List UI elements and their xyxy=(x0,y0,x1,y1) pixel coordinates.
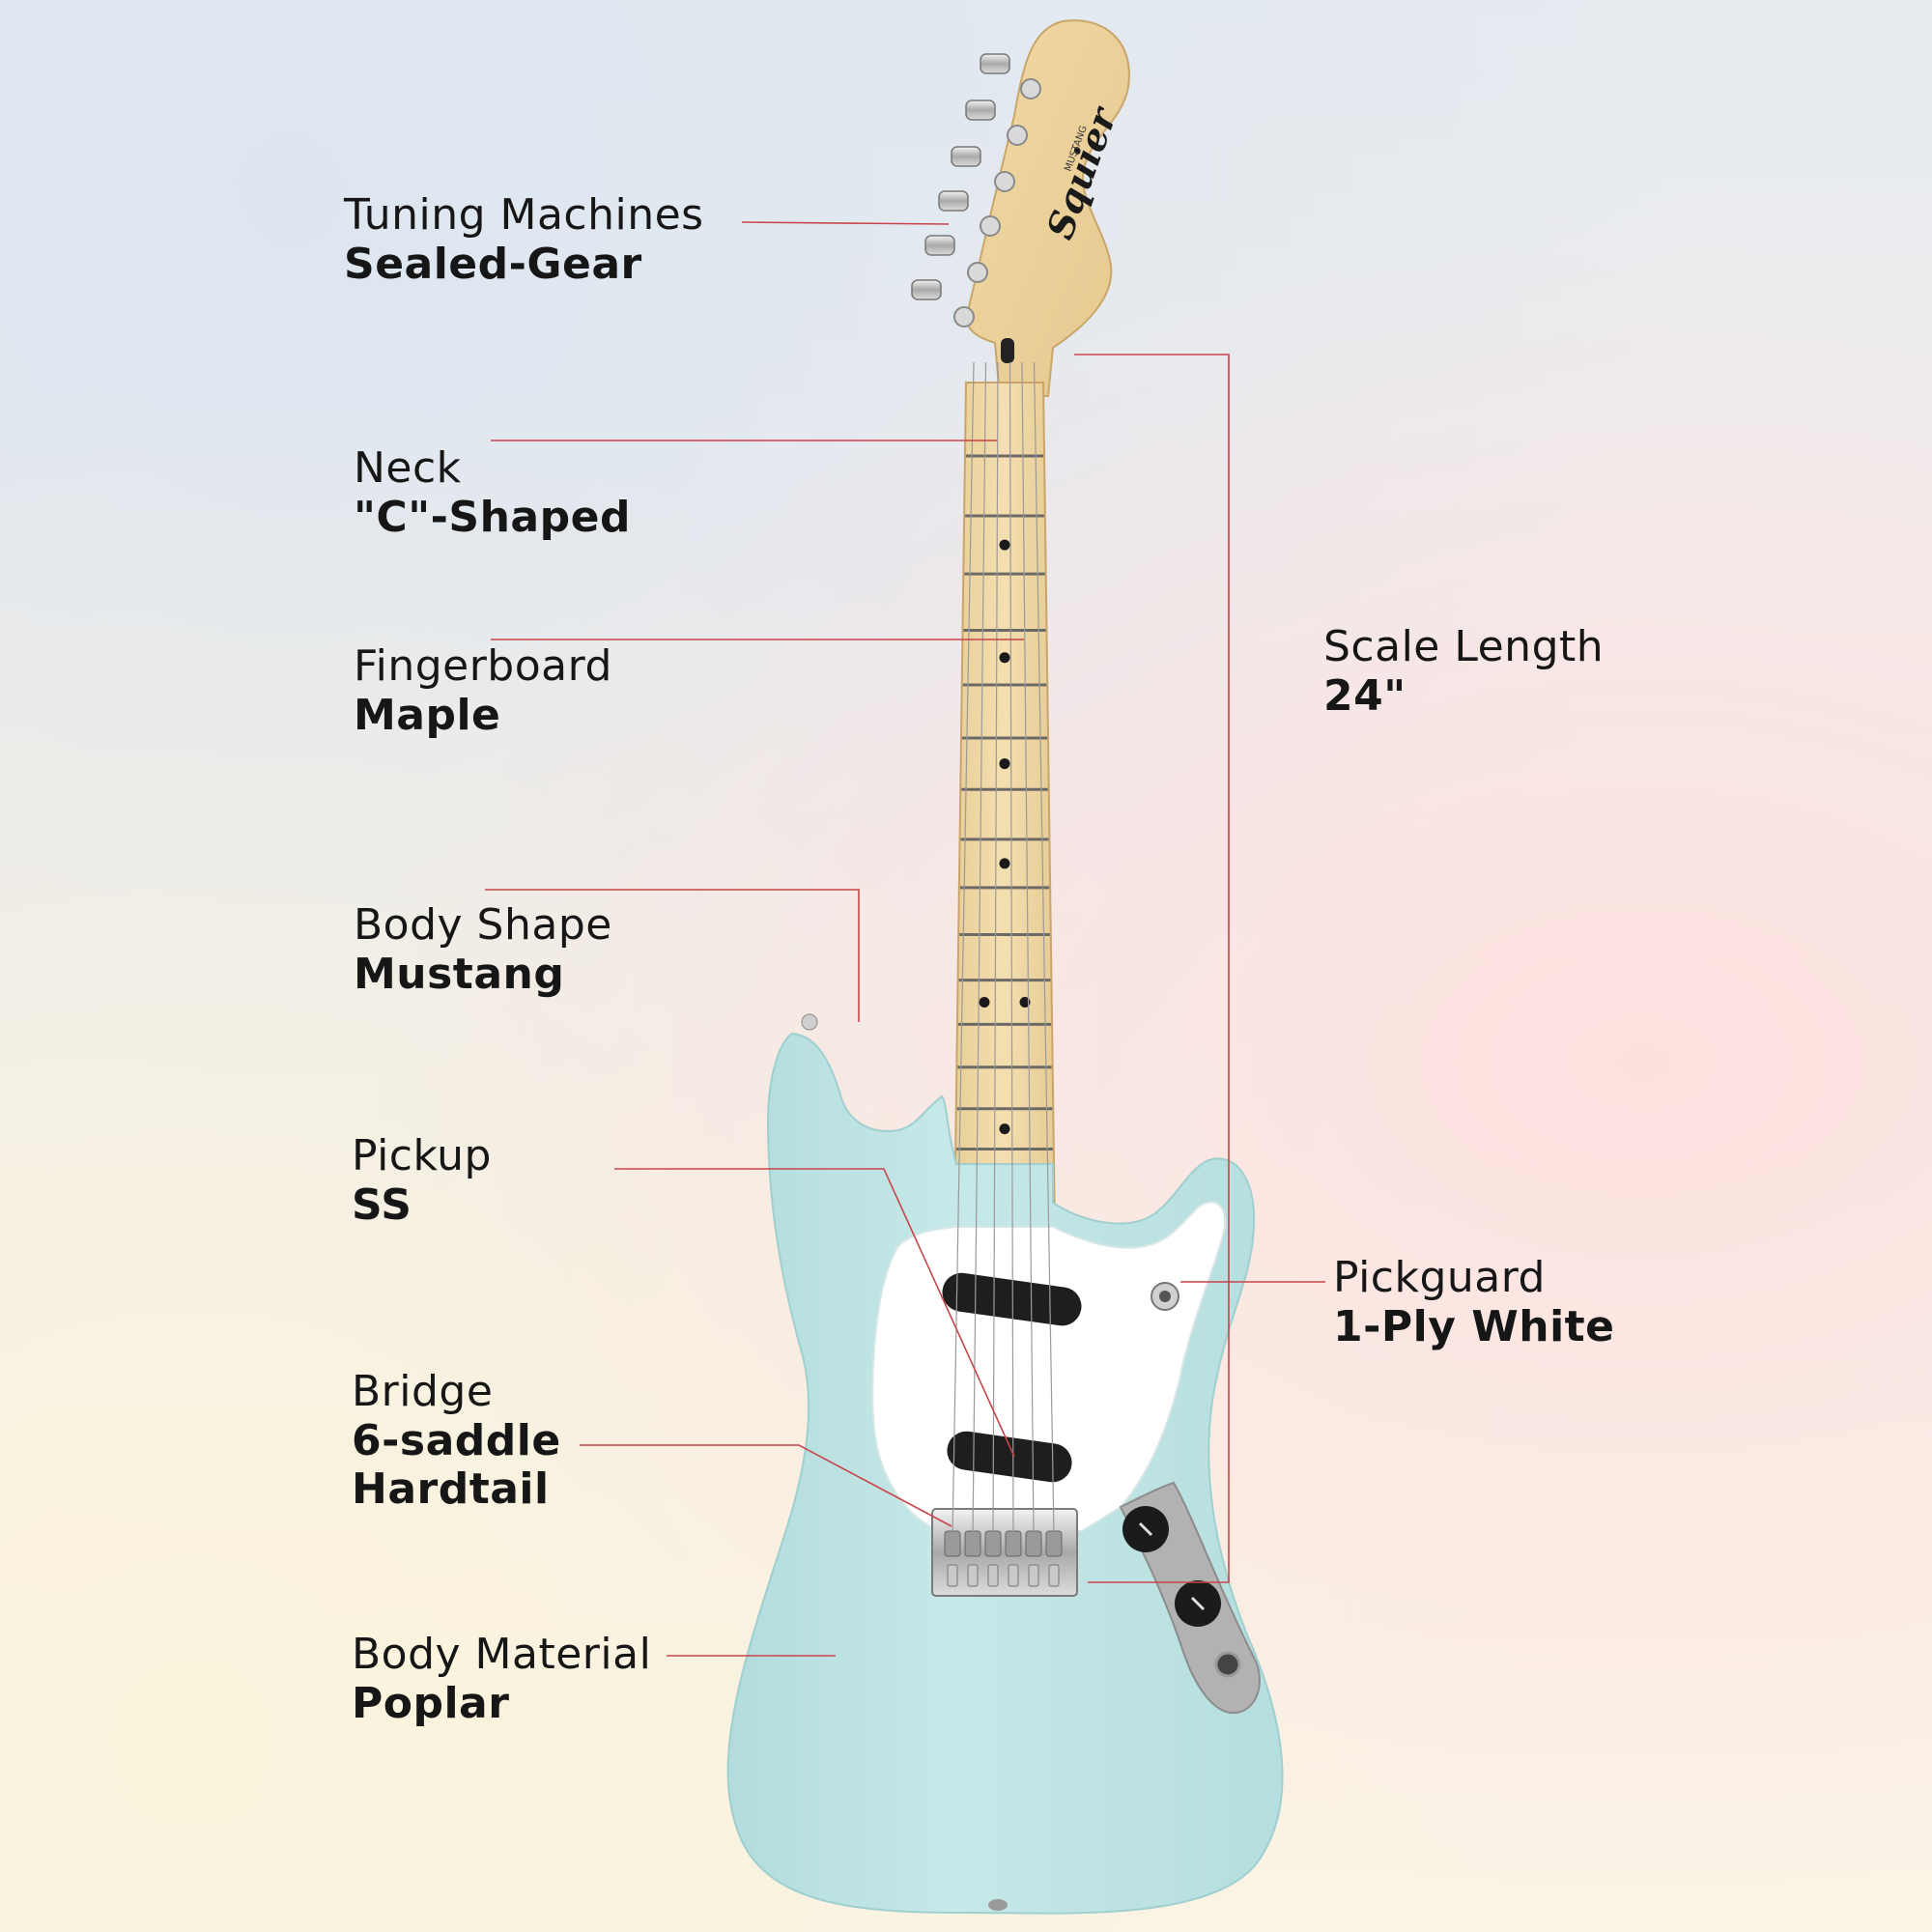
tuner-posts xyxy=(953,78,1041,327)
spec-value: "C"-Shaped xyxy=(354,492,631,542)
saddle-screw xyxy=(967,1564,979,1587)
spec-bridge: Bridge 6-saddle Hardtail xyxy=(352,1367,561,1515)
spec-value: Sealed-Gear xyxy=(344,239,642,289)
saddle-screw xyxy=(1008,1564,1019,1587)
control-knobs xyxy=(1122,1506,1241,1678)
spec-name: Body Shape xyxy=(354,900,612,950)
spec-name: Pickguard xyxy=(1333,1253,1546,1302)
headstock xyxy=(964,19,1130,397)
bridge xyxy=(931,1508,1078,1597)
truss-rod-nut xyxy=(1001,338,1014,363)
spec-name: Fingerboard xyxy=(354,641,612,691)
spec-value: Maple xyxy=(354,690,501,740)
string xyxy=(1033,361,1055,1537)
spec-tuning-machines: Tuning Machines Sealed-Gear xyxy=(344,190,704,289)
inlay-dot xyxy=(999,858,1010,869)
leader-lines xyxy=(485,221,1325,1657)
leader-body-shape xyxy=(485,889,860,1022)
inlay-dot xyxy=(999,758,1010,770)
spec-value: 6-saddle xyxy=(352,1415,561,1465)
spec-pickguard: Pickguard 1-Ply White xyxy=(1333,1253,1615,1351)
string xyxy=(1021,361,1035,1537)
string xyxy=(952,361,975,1537)
spec-name: Bridge xyxy=(352,1367,494,1416)
spec-name: Body Material xyxy=(352,1630,652,1679)
inlay-dot xyxy=(979,997,990,1009)
spec-name: Neck xyxy=(354,443,462,493)
leader-scale-length xyxy=(1074,354,1230,1583)
inlay-dot xyxy=(999,1123,1010,1135)
string xyxy=(992,361,999,1537)
string xyxy=(972,361,987,1537)
spec-name: Pickup xyxy=(352,1131,492,1180)
leader-pickup xyxy=(614,1168,1015,1458)
inlay-dot xyxy=(1019,997,1031,1009)
bottom-strap-button xyxy=(988,1899,1008,1911)
pickup-selector-switch xyxy=(1151,1282,1179,1311)
saddle-screw xyxy=(1048,1564,1060,1587)
pickups xyxy=(942,1272,1082,1483)
leader-bridge xyxy=(580,1444,952,1527)
inlay-dot xyxy=(999,652,1010,664)
fingerboard xyxy=(952,382,1057,1233)
saddle-screw xyxy=(947,1564,958,1587)
spec-scale-length: Scale Length 24" xyxy=(1323,622,1605,721)
spec-value: 1-Ply White xyxy=(1333,1301,1615,1351)
strings xyxy=(952,361,1055,1537)
spec-pickup: Pickup SS xyxy=(352,1131,492,1230)
spec-name: Tuning Machines xyxy=(344,190,704,240)
spec-name: Scale Length xyxy=(1323,622,1605,671)
spec-neck: Neck "C"-Shaped xyxy=(354,443,631,542)
spec-body-material: Body Material Poplar xyxy=(352,1630,652,1728)
saddle-screw xyxy=(1028,1564,1039,1587)
spec-value: 24" xyxy=(1323,670,1406,721)
spec-value: SS xyxy=(352,1179,412,1230)
tuner-keys xyxy=(911,53,1010,300)
string xyxy=(1009,361,1014,1537)
leader-tuning xyxy=(741,221,950,225)
spec-fingerboard: Fingerboard Maple xyxy=(354,641,612,740)
spec-value: Poplar xyxy=(352,1678,510,1728)
saddle-screw xyxy=(987,1564,999,1587)
inlay-dot xyxy=(999,539,1010,551)
strap-button xyxy=(801,1013,818,1031)
spec-value: Mustang xyxy=(354,949,565,999)
spec-value: Hardtail xyxy=(352,1464,550,1515)
spec-body-shape: Body Shape Mustang xyxy=(354,900,612,999)
